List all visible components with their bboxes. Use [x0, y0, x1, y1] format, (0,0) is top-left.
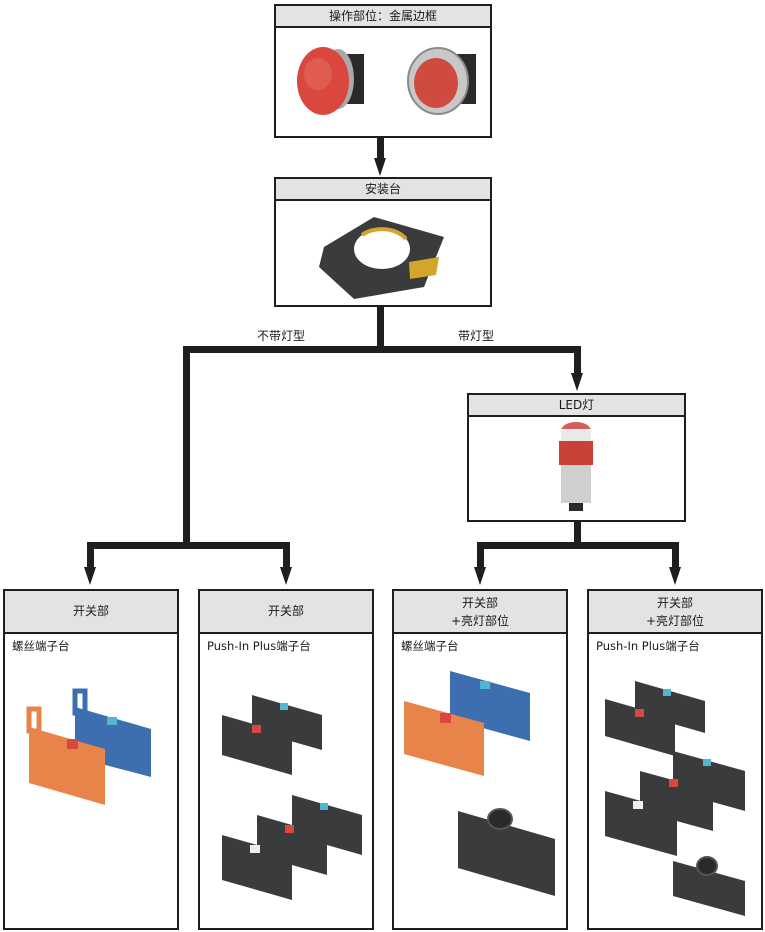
connector-right-split-right [672, 542, 679, 568]
screw-terminal-switch-units-image [26, 688, 151, 805]
switch-unit-push-in-box-title: 开关部 [200, 591, 372, 634]
title-line-2: +亮灯部位 [450, 614, 510, 628]
switch-unit-screw-box: 开关部 螺丝端子台 [3, 589, 179, 930]
switch-lamp-unit-push-in-box: 开关部 +亮灯部位 Push-In Plus端子台 [587, 589, 763, 930]
led-lamp-box-title: LED灯 [469, 395, 684, 417]
arrow-to-mount [374, 158, 386, 176]
metal-bezel-pushbuttons-image [297, 47, 476, 115]
arrow-to-box-4 [669, 567, 681, 585]
connector-right-branch-vertical [574, 346, 581, 374]
connector-mount-down [377, 306, 384, 351]
arrow-to-led [571, 373, 583, 391]
push-in-plus-switch-lamp-units-image [605, 681, 745, 916]
switch-lamp-unit-push-in-box-subtitle: Push-In Plus端子台 [596, 639, 700, 653]
switch-unit-screw-box-title: 开关部 [5, 591, 177, 634]
push-in-plus-switch-units-image [222, 695, 362, 900]
connector-left-branch-vertical [183, 346, 190, 546]
switch-lamp-unit-screw-box-subtitle: 螺丝端子台 [401, 639, 459, 653]
switch-lamp-unit-screw-box: 开关部 +亮灯部位 螺丝端子台 [392, 589, 568, 930]
title-line-1: 开关部 [656, 596, 693, 610]
connector-left-split-left [87, 542, 94, 568]
operator-box-title: 操作部位：金属边框 [276, 6, 490, 28]
title-line-2: +亮灯部位 [645, 614, 705, 628]
switch-unit-push-in-box-subtitle: Push-In Plus端子台 [207, 639, 311, 653]
branch-label-with-lamp: 带灯型 [458, 329, 495, 343]
connector-left-split-horizontal [87, 542, 290, 549]
led-lamp-box: LED灯 [467, 393, 686, 522]
switch-lamp-unit-screw-box-title: 开关部 +亮灯部位 [394, 591, 566, 634]
operator-box: 操作部位：金属边框 [274, 4, 492, 138]
connector-top-to-mount [377, 137, 384, 159]
connector-led-down [574, 521, 581, 547]
arrow-to-box-2 [280, 567, 292, 585]
connector-left-split-right [283, 542, 290, 568]
screw-terminal-switch-lamp-units-image [404, 671, 555, 896]
arrow-to-box-1 [84, 567, 96, 585]
connector-right-split-left [477, 542, 484, 568]
arrow-to-box-3 [474, 567, 486, 585]
connector-branch-horizontal [183, 346, 581, 353]
switch-lamp-unit-push-in-box-title: 开关部 +亮灯部位 [589, 591, 761, 634]
title-line-1: 开关部 [461, 596, 498, 610]
switch-unit-screw-box-subtitle: 螺丝端子台 [12, 639, 70, 653]
mounting-latch-box: 安装台 [274, 177, 492, 307]
connector-right-split-horizontal [477, 542, 679, 549]
switch-unit-push-in-box: 开关部 Push-In Plus端子台 [198, 589, 374, 930]
led-lamp-image [559, 422, 593, 511]
mounting-latch-box-title: 安装台 [276, 179, 490, 201]
mounting-latch-image [319, 217, 444, 299]
branch-label-no-lamp: 不带灯型 [257, 329, 306, 343]
